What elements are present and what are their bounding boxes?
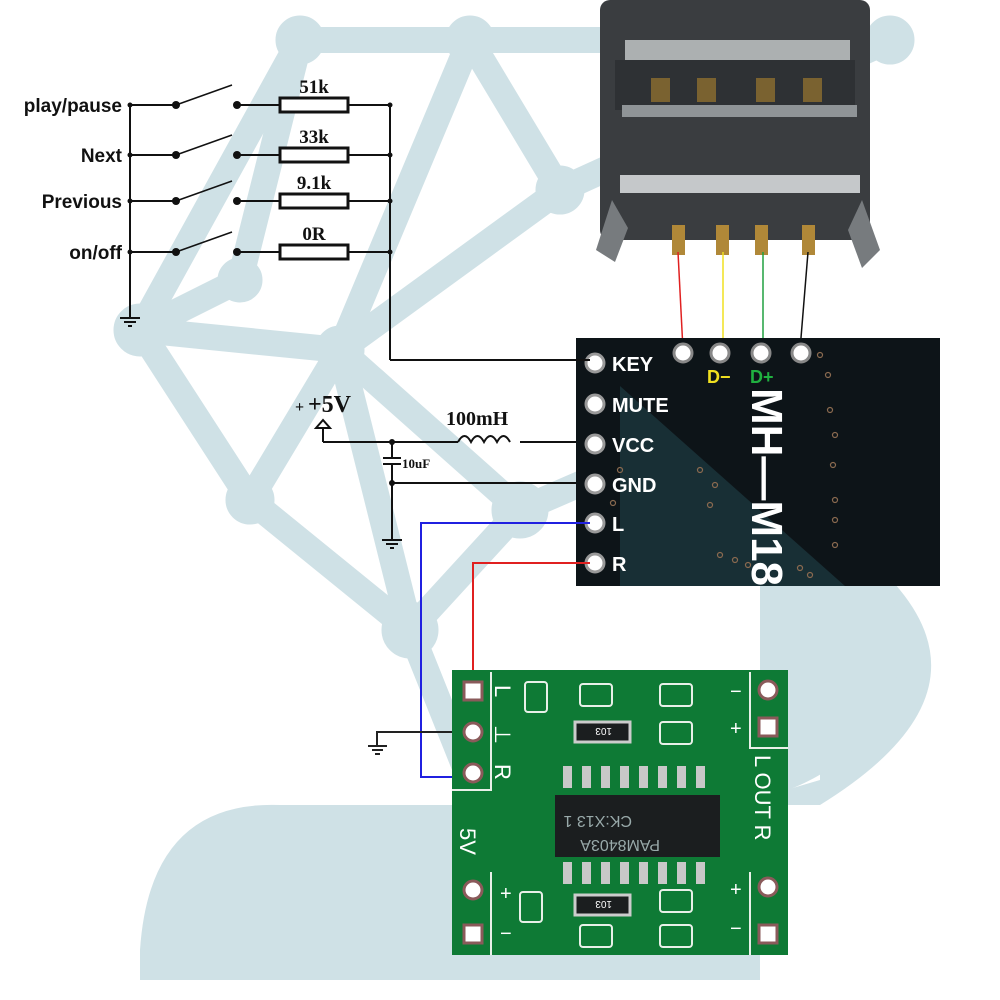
switch-lever	[175, 134, 233, 156]
resistor	[278, 192, 350, 210]
pin-label: R	[612, 554, 627, 576]
usb-dplus-label: D+	[750, 367, 774, 387]
module-name: MH—M18	[742, 388, 791, 586]
inductor-label: 100mH	[446, 408, 509, 430]
amp-board	[452, 670, 788, 955]
mh-pin-key: KEY	[584, 352, 654, 376]
capacitor-label: 10uF	[402, 456, 430, 471]
amp-sign-1: −	[730, 681, 742, 703]
resistor	[278, 243, 350, 261]
amp-sign-3: +	[730, 879, 742, 901]
pin-label: L	[612, 514, 624, 536]
usb-wires	[677, 251, 809, 351]
switch-label: on/off	[69, 243, 122, 264]
chip-name: PAM8403A	[580, 836, 660, 853]
resistor-value: 0R	[302, 224, 326, 245]
switch-row: Next 33k	[81, 127, 393, 167]
amp-label-l: L	[490, 685, 515, 697]
amp-sign-2: +	[730, 718, 742, 740]
amp-sign-4: −	[730, 918, 742, 940]
pin-label: KEY	[612, 354, 654, 376]
resistor-value: 9.1k	[297, 173, 332, 194]
amp-label-r: R	[490, 764, 515, 780]
resistor-value: 33k	[299, 127, 329, 148]
supply-plus: +	[295, 399, 304, 416]
resistor	[278, 96, 350, 114]
ground-symbol-1	[120, 317, 140, 327]
audio-wires	[368, 522, 590, 778]
switch-label: play/pause	[24, 96, 122, 117]
amp-sign-5v-minus: −	[500, 923, 512, 945]
mh-pin-gnd: GND	[584, 473, 656, 497]
chip-code: CK:X13 1	[563, 812, 632, 829]
mh-m18-module	[576, 338, 940, 586]
mh-pin-mute: MUTE	[584, 393, 669, 417]
switch-row: play/pause 51k	[24, 77, 393, 117]
resistor	[278, 146, 350, 164]
usb-connector	[596, 0, 880, 268]
switch-lever	[175, 84, 233, 106]
switch-lever	[175, 180, 233, 202]
amp-label-5v: 5V	[455, 828, 480, 855]
amp-sign-5v-plus: +	[500, 883, 512, 905]
switch-label: Previous	[42, 192, 122, 213]
resistor-code-2: 103	[595, 898, 612, 909]
resistor-value: 51k	[299, 77, 329, 98]
amp-label-gnd: ⊥	[490, 725, 515, 744]
resistor-code-1: 103	[595, 725, 612, 736]
supply-label: +5V	[308, 392, 352, 418]
mh-usb-pads	[672, 342, 812, 364]
pin-label: VCC	[612, 435, 654, 457]
switch-label: Next	[81, 146, 123, 167]
switch-row: on/off 0R	[69, 224, 393, 264]
amp-label-out: L OUT R	[750, 755, 775, 841]
mh-pin-vcc: VCC	[584, 433, 654, 457]
power-section	[313, 418, 590, 549]
switch-row: Previous 9.1k	[42, 173, 393, 213]
usb-dminus-label: D−	[707, 367, 731, 387]
switch-lever	[175, 231, 233, 253]
pin-label: GND	[612, 475, 656, 497]
pin-label: MUTE	[612, 395, 669, 417]
